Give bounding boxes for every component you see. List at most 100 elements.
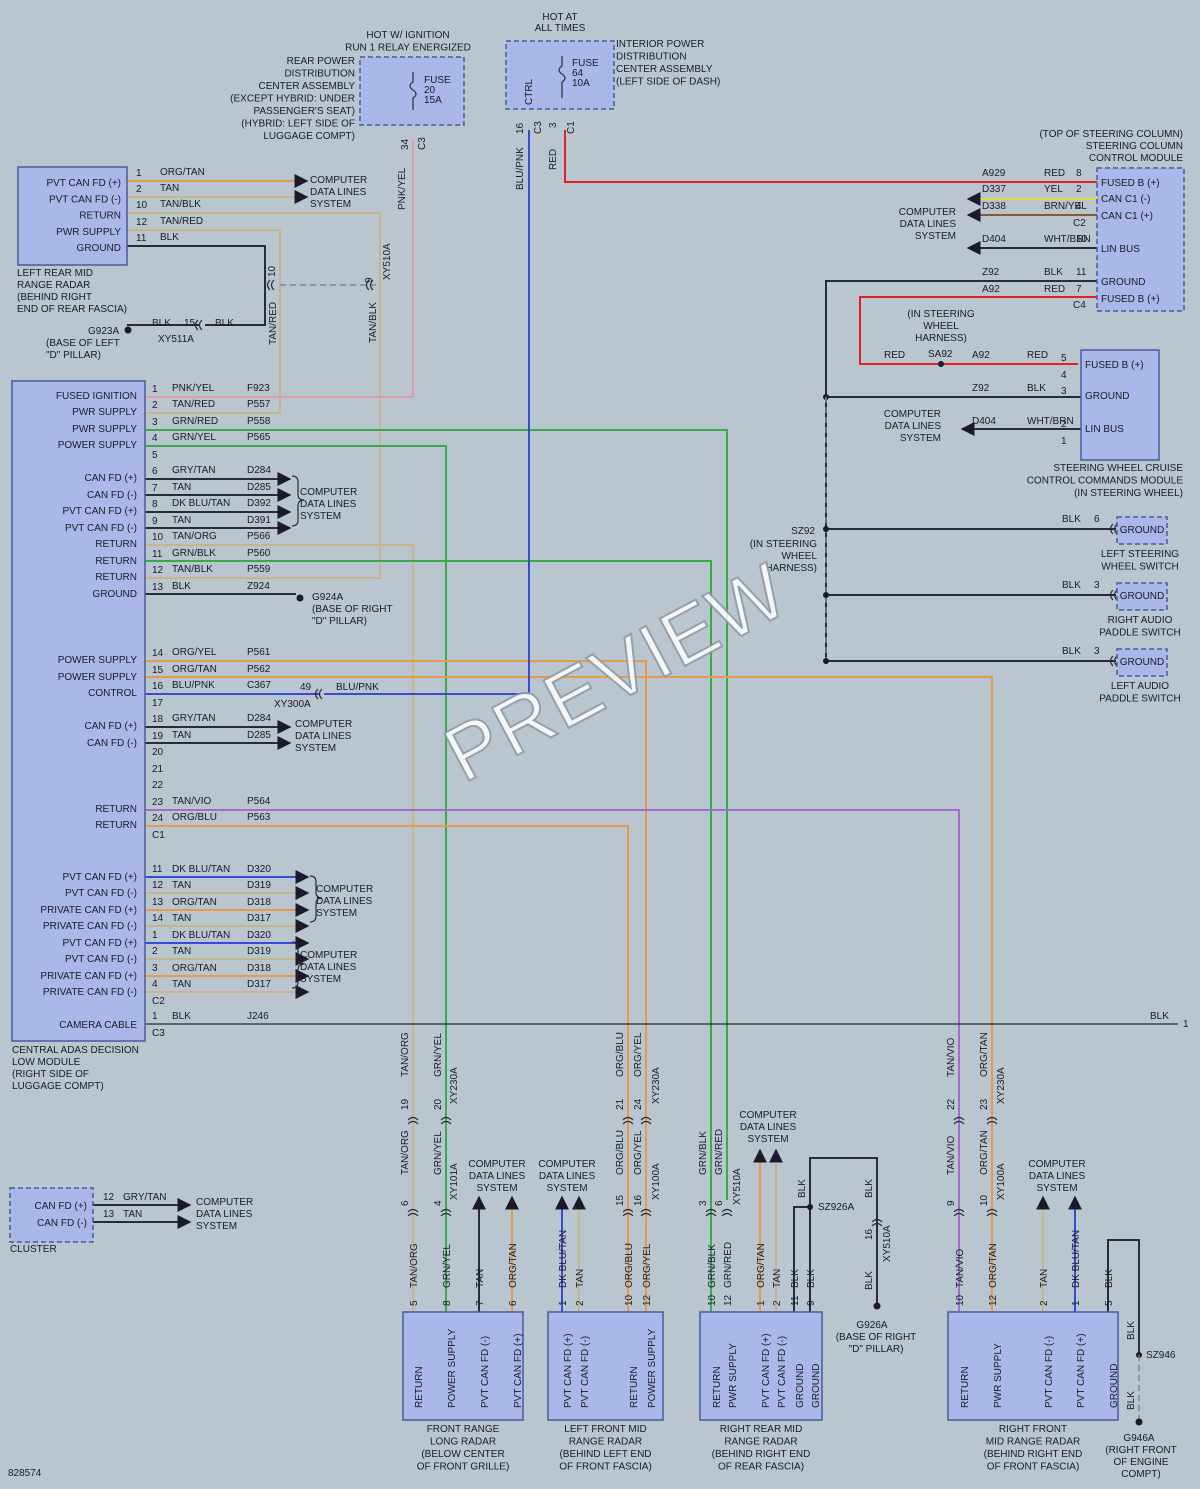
fuse-20-label: 15A	[424, 95, 442, 106]
rf-inline-conn: XY100A	[996, 1163, 1007, 1200]
right-rear-mid-radar-box-pin-label: RETURN	[712, 1366, 723, 1408]
cdl-label: DATA LINES	[900, 219, 957, 230]
bracket	[309, 875, 323, 923]
adas-c1-circuit: D391	[247, 515, 271, 526]
swcc-pin: 3	[1061, 386, 1067, 397]
sccm-pin: 11	[1076, 267, 1087, 278]
switch-pin: 3	[1094, 646, 1100, 657]
adas-c2-pin: 1	[152, 930, 158, 941]
adas-c1-pin: 15	[152, 665, 164, 676]
sccm-pin: 4	[1076, 201, 1082, 212]
left-front-mid-radar-box-wire-color: TAN	[575, 1269, 586, 1288]
right-rear-mid-radar-box-pin-label: PVT CAN FD (+)	[761, 1333, 772, 1408]
adas-c1-label: CAN FD (+)	[85, 721, 138, 732]
fuse-interior-hot-label: ALL TIMES	[535, 23, 586, 34]
ground-g946a	[1135, 1418, 1143, 1426]
adas-c1-pin: 6	[152, 466, 158, 477]
wire-grn-blk	[145, 560, 712, 1312]
break	[622, 1116, 634, 1125]
lf-upper-pin: 21	[615, 1098, 626, 1110]
adas-c1-label: PWR SUPPLY	[72, 424, 137, 435]
adas-c1-circuit: P564	[247, 796, 271, 807]
cdl-label: SYSTEM	[900, 433, 941, 444]
left-rear-radar-wire-color: BLK	[160, 232, 179, 243]
fl-mid-color: GRN/YEL	[433, 1131, 444, 1175]
adas-c1-pin: 24	[152, 813, 164, 824]
adas-c1-circuit: C367	[247, 680, 271, 691]
adas-c1-wire-color: TAN/RED	[172, 399, 215, 410]
adas-c2-wire-color: TAN	[172, 979, 191, 990]
cdl-label: DATA LINES	[885, 421, 942, 432]
adas-c1-label: RETURN	[95, 820, 137, 831]
left-rear-radar-box	[17, 166, 128, 266]
adas-c1-label: RETURN	[95, 572, 137, 583]
g926a-name: G926A	[856, 1320, 887, 1331]
cluster-pin-label: CAN FD (+)	[35, 1201, 88, 1212]
front-range-long-radar-box-pin-label: PVT CAN FD (+)	[513, 1333, 524, 1408]
cdl-label: SYSTEM	[915, 231, 956, 242]
front-range-long-radar-box-pin-label: RETURN	[414, 1366, 425, 1408]
rf-mid-color: ORG/TAN	[979, 1130, 990, 1175]
xy300a-conn: XY300A	[274, 699, 311, 710]
wire-blk-ground	[127, 245, 266, 326]
cdl-label: COMPUTER	[899, 207, 956, 218]
adas-c1-label: CAN FD (-)	[87, 738, 137, 749]
steering-column-module-box	[1096, 167, 1185, 312]
lf-inline-conn: XY100A	[651, 1163, 662, 1200]
sz92-loc: WHEEL	[781, 551, 817, 562]
adas-c1-pin: 19	[152, 731, 164, 742]
swcc-circuit: Z92	[972, 383, 990, 394]
adas-c1-wire-color: ORG/YEL	[172, 647, 217, 658]
sccm-title: (TOP OF STEERING COLUMN)	[1039, 129, 1183, 140]
right-front-mid-radar-box-pin-label: PVT CAN FD (+)	[1076, 1333, 1087, 1408]
g926a-loc: (BASE OF RIGHT	[836, 1332, 917, 1343]
fuse-interior-wire-b: RED	[548, 149, 559, 170]
fuse-interior-pin-b: 3	[548, 122, 559, 128]
fl-upper-color: TAN/ORG	[400, 1032, 411, 1077]
adas-c1-wire-color: ORG/BLU	[172, 812, 217, 823]
wire-org-tan	[145, 676, 993, 1312]
left-front-mid-radar-box-pin-label: POWER SUPPLY	[647, 1328, 658, 1408]
right-rear-mid-radar-box-pin: 9	[806, 1300, 817, 1306]
right-rear-mid-radar-box-desc: RANGE RADAR	[724, 1437, 797, 1448]
cluster-name: CLUSTER	[10, 1244, 57, 1255]
swcc-wire-color: RED	[1027, 350, 1048, 361]
adas-c1-label: PVT CAN FD (+)	[62, 506, 137, 517]
adas-c1-circuit: D392	[247, 498, 271, 509]
left-front-mid-radar-box-desc: (BEHIND LEFT END	[559, 1449, 651, 1460]
fuse-rear-desc: PASSENGER'S SEAT)	[253, 106, 355, 117]
left-rear-radar-wire-color: ORG/TAN	[160, 167, 205, 178]
sz92-loc: (IN STEERING	[750, 539, 817, 550]
splice-node	[823, 592, 829, 598]
adas-c1-wire-color: TAN/BLK	[172, 564, 213, 575]
left-rear-radar-desc: END OF REAR FASCIA)	[17, 304, 127, 315]
front-range-long-radar-box-wire-color: GRN/YEL	[442, 1244, 453, 1288]
left-front-mid-radar-box-pin: 12	[642, 1294, 653, 1306]
cdl-label: SYSTEM	[310, 199, 351, 210]
adas-c1-wire-color: GRN/RED	[172, 416, 218, 427]
adas-c2-wire-color: TAN	[172, 880, 191, 891]
adas-c1-circuit: D285	[247, 730, 271, 741]
adas-desc: LOW MODULE	[12, 1057, 81, 1068]
adas-c1-wire-color: GRN/BLK	[172, 548, 216, 559]
adas-c1-pin: 17	[152, 698, 164, 709]
left-front-mid-radar-box	[547, 1311, 664, 1421]
adas-conn-c1: C1	[152, 830, 165, 841]
adas-c1-wire-color: BLK	[172, 581, 191, 592]
adas-c1-pin: 14	[152, 648, 164, 659]
swcc-desc: STEERING WHEEL CRUISE	[1053, 463, 1183, 474]
rf-upper-pin: 22	[946, 1098, 957, 1110]
adas-c1-label: CAN FD (+)	[85, 473, 138, 484]
adas-c1-wire-color: ORG/TAN	[172, 664, 217, 675]
adas-c1-pin: 7	[152, 483, 158, 494]
right-front-mid-radar-box-wire-color: TAN	[1039, 1269, 1050, 1288]
swcc-harness-label: HARNESS)	[915, 333, 967, 344]
right-front-mid-radar-box-pin-label: PWR SUPPLY	[993, 1343, 1004, 1408]
sccm-pin: 2	[1076, 184, 1082, 195]
front-range-long-radar-box-wire-color: TAN	[475, 1269, 486, 1288]
front-range-long-radar-box-wire-color: ORG/TAN	[508, 1243, 519, 1288]
lf-mid-color: ORG/YEL	[633, 1130, 644, 1175]
rf-upper-conn: XY230A	[996, 1067, 1007, 1104]
lr-tan-red: TAN/RED	[268, 302, 279, 345]
adas-c1-wire-color: DK BLU/TAN	[172, 498, 230, 509]
